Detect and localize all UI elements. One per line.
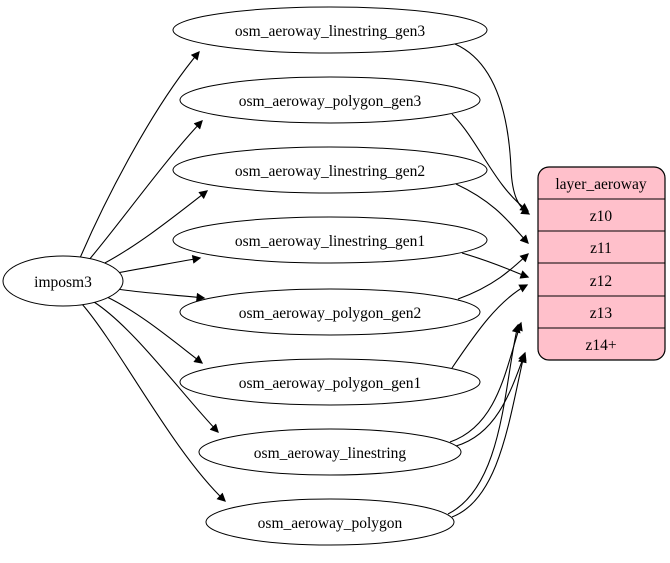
edge-osm_aeroway_polygon_gen3-to-z10	[451, 113, 530, 212]
table-label: osm_aeroway_polygon_gen2	[239, 305, 422, 322]
node-osm_aeroway_polygon_gen3: osm_aeroway_polygon_gen3	[179, 76, 481, 124]
edge-osm_aeroway_polygon-to-z14	[451, 353, 527, 518]
edge-imposm3-to-osm_aeroway_polygon_gen1	[106, 296, 204, 364]
layer-row-z11: z11	[590, 240, 612, 257]
imposm3-ellipse	[2, 255, 124, 307]
edge-osm_aeroway_polygon_gen2-to-z11	[457, 253, 529, 300]
table-label: osm_aeroway_polygon_gen3	[239, 93, 422, 110]
edge-osm_aeroway_polygon-to-z13	[447, 323, 521, 515]
table-ellipse	[172, 216, 488, 264]
node-osm_aeroway_linestring_gen1: osm_aeroway_linestring_gen1	[172, 216, 488, 264]
table-label: osm_aeroway_polygon_gen1	[239, 375, 422, 392]
node-osm_aeroway_polygon: osm_aeroway_polygon	[205, 498, 455, 546]
node-osm_aeroway_polygon_gen1: osm_aeroway_polygon_gen1	[179, 358, 481, 406]
edge-imposm3-to-osm_aeroway_polygon_gen3	[87, 120, 203, 262]
layer-row-z13: z13	[590, 305, 613, 322]
table-ellipse	[172, 6, 488, 54]
table-ellipse	[179, 358, 481, 406]
table-ellipse	[198, 428, 462, 476]
edge-osm_aeroway_linestring_gen2-to-z11	[455, 183, 529, 244]
node-osm_aeroway_polygon_gen2: osm_aeroway_polygon_gen2	[179, 288, 481, 336]
edge-osm_aeroway_linestring-to-z13	[449, 321, 523, 443]
table-label: osm_aeroway_polygon	[258, 515, 403, 532]
edge-osm_aeroway_linestring-to-z14	[455, 351, 527, 447]
node-osm_aeroway_linestring_gen2: osm_aeroway_linestring_gen2	[172, 146, 488, 194]
table-label: osm_aeroway_linestring	[254, 445, 407, 462]
edge-imposm3-to-osm_aeroway_linestring_gen2	[98, 190, 209, 267]
node-layer_aeroway: layer_aeroway z10 z11 z12 z13 z14+	[537, 166, 666, 361]
imposm3-label: imposm3	[34, 274, 92, 291]
layer-row-z14plus: z14+	[585, 337, 616, 354]
edge-osm_aeroway_linestring_gen1-to-z12	[461, 252, 530, 279]
node-imposm3: imposm3	[2, 255, 124, 307]
table-ellipse	[179, 288, 481, 336]
table-ellipse	[179, 76, 481, 124]
layer-row-z10: z10	[590, 208, 613, 225]
table-ellipse	[172, 146, 488, 194]
node-osm_aeroway_linestring: osm_aeroway_linestring	[198, 428, 462, 476]
table-label: osm_aeroway_linestring_gen2	[235, 163, 425, 180]
table-label: osm_aeroway_linestring_gen1	[235, 233, 425, 250]
edge-osm_aeroway_polygon_gen1-to-z12	[451, 284, 529, 369]
edges-to-layer	[447, 43, 531, 518]
edge-imposm3-to-osm_aeroway_linestring_gen1	[116, 255, 202, 274]
layer-row-z12: z12	[590, 273, 612, 290]
edge-imposm3-to-osm_aeroway_linestring	[93, 301, 219, 433]
table-label: osm_aeroway_linestring_gen3	[235, 23, 426, 40]
layer-title: layer_aeroway	[555, 176, 646, 193]
edge-imposm3-to-osm_aeroway_linestring_gen3	[79, 50, 200, 259]
edge-imposm3-to-osm_aeroway_polygon_gen2	[116, 288, 206, 302]
edge-imposm3-to-osm_aeroway_polygon	[81, 303, 226, 502]
edges-from-source	[79, 50, 226, 502]
node-osm_aeroway_linestring_gen3: osm_aeroway_linestring_gen3	[172, 6, 488, 54]
table-ellipse	[205, 498, 455, 546]
